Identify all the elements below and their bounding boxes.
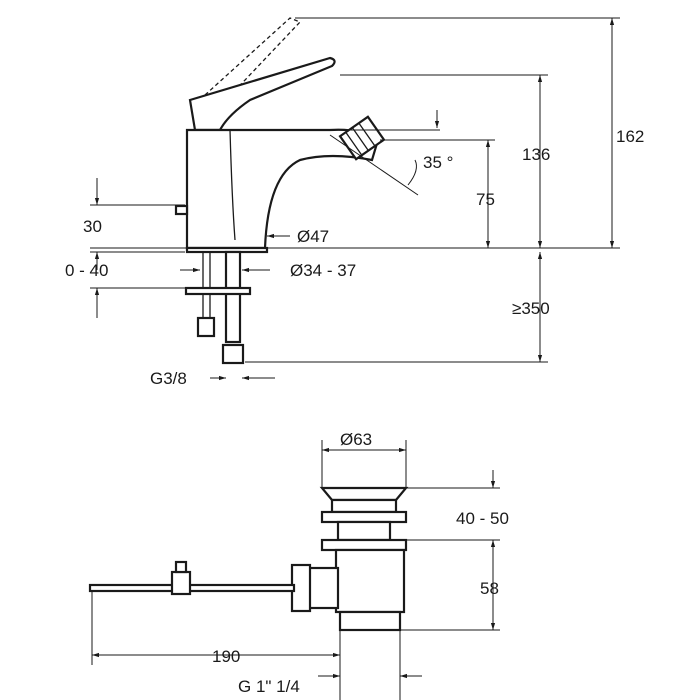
lever: [188, 56, 336, 132]
rod-clip: [170, 570, 192, 596]
label-75: 75: [476, 190, 495, 209]
label-58: 58: [480, 579, 499, 598]
label-40-50: 40 - 50: [456, 509, 509, 528]
label-47: Ø47: [297, 227, 329, 246]
label-350: ≥350: [512, 299, 550, 318]
locknut: [320, 538, 408, 552]
lever-raised-outline: [204, 17, 302, 99]
plug-neck: [336, 520, 392, 542]
label-0-40: 0 - 40: [65, 261, 108, 280]
plug-flange: [330, 498, 398, 514]
label-190: 190: [212, 647, 240, 666]
waste-body: [334, 548, 406, 614]
label-136: 136: [522, 145, 550, 164]
rod-housing: [306, 566, 340, 610]
pop-up-knob: [174, 204, 189, 216]
plug-cap: [319, 486, 409, 502]
label-g114: G 1" 1/4: [238, 677, 300, 696]
waste-tail: [338, 610, 402, 632]
angle-arc: [407, 159, 417, 186]
label-34-37: Ø34 - 37: [290, 261, 356, 280]
pop-up-waste-drawing: Ø63 40 - 50 58 190 G 1" 1/4: [88, 430, 509, 700]
label-g38: G3/8: [150, 369, 187, 388]
fixing-plate: [184, 286, 252, 296]
plug-flange: [320, 510, 408, 524]
label-30: 30: [83, 217, 102, 236]
hose-nut: [196, 316, 216, 338]
angle-line: [329, 134, 419, 196]
body-contour: [229, 129, 236, 241]
label-63: Ø63: [340, 430, 372, 449]
threaded-rod: [224, 250, 242, 344]
rod-clip-screw: [174, 560, 188, 574]
hose-nut: [221, 343, 245, 365]
label-angle: 35 °: [423, 153, 453, 172]
label-162: 162: [616, 127, 644, 146]
bidet-mixer-drawing: 162 136 35 ° 75 30 Ø47 0 - 40 Ø34 - 37 ≥…: [65, 17, 644, 388]
pop-up-rod: [88, 583, 296, 593]
